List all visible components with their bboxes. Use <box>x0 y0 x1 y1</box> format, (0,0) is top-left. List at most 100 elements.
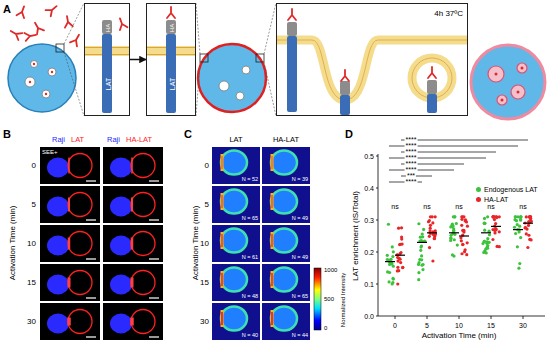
antibody-shape <box>341 70 349 81</box>
membrane <box>277 40 467 100</box>
label: 500 <box>324 296 334 302</box>
data-point <box>452 229 455 232</box>
data-point <box>461 243 464 246</box>
heatmap-cell <box>221 190 247 214</box>
label: 0.5 <box>364 153 374 160</box>
antibody-shape <box>63 15 73 27</box>
data-point <box>417 261 420 264</box>
label: N = 65 <box>292 294 308 300</box>
zoom-region <box>56 44 64 52</box>
heatmap-cell <box>271 151 297 175</box>
zoom-line <box>196 62 200 116</box>
data-point <box>460 224 463 227</box>
data-point <box>466 225 469 228</box>
label: N = 49 <box>292 255 308 261</box>
antibody-shape <box>116 17 127 30</box>
cell <box>471 45 545 119</box>
label: 30 <box>200 318 209 326</box>
tick <box>395 316 396 319</box>
synapse <box>68 278 71 288</box>
heatmap-synapse-core <box>271 312 273 325</box>
data-point <box>483 217 486 220</box>
data-point <box>529 215 532 218</box>
data-point <box>456 243 459 246</box>
heatmap-cell <box>221 151 247 175</box>
data-point <box>464 248 467 251</box>
antibody-shape <box>32 21 44 35</box>
vesicle <box>488 66 504 82</box>
data-point <box>401 242 404 245</box>
data-point <box>518 225 521 228</box>
data-point <box>400 226 403 229</box>
label: ns <box>519 203 526 210</box>
data-point <box>420 258 423 261</box>
data-point <box>449 237 452 240</box>
raji-cell <box>47 275 69 295</box>
data-point <box>459 236 462 239</box>
data-point <box>466 241 469 244</box>
data-point <box>486 247 489 250</box>
data-point <box>431 221 434 224</box>
data-point <box>391 277 394 280</box>
data-point <box>519 215 522 218</box>
mean-line <box>513 229 523 230</box>
t-cell <box>68 310 92 334</box>
mean-line <box>395 255 405 256</box>
vesicle <box>517 63 527 73</box>
vesicle-membrane-edge <box>412 58 452 98</box>
lat-protein <box>102 34 112 113</box>
heatmap-synapse-core <box>221 234 222 247</box>
vesicle-cargo <box>45 93 47 95</box>
data-point <box>524 226 527 229</box>
heatmap-synapse <box>221 271 224 288</box>
heatmap-synapse <box>221 193 224 210</box>
synapse <box>131 238 134 250</box>
raji-cell <box>110 275 132 295</box>
data-point <box>519 215 522 218</box>
data-point <box>494 222 497 225</box>
label: Activation Time (min) <box>9 206 17 281</box>
data-point <box>519 218 522 221</box>
vesicle <box>236 92 244 100</box>
ha-tag <box>427 80 437 94</box>
tick <box>427 316 428 319</box>
data-point <box>465 220 468 223</box>
antibody <box>17 5 28 18</box>
data-point <box>391 255 394 258</box>
heatmap-synapse <box>271 154 274 171</box>
raji-cell <box>47 197 69 217</box>
data-point <box>517 267 520 270</box>
antibody <box>70 33 82 47</box>
data-point <box>486 237 489 240</box>
antibody-shape <box>428 67 436 78</box>
antibody <box>428 67 436 78</box>
label: N = 39 <box>292 177 308 183</box>
antibody-shape <box>17 5 28 18</box>
heatmap <box>262 303 310 340</box>
legend-text: HA-LAT <box>484 196 508 203</box>
data-point <box>396 266 399 269</box>
significance-bar <box>401 140 528 141</box>
raji-cell <box>110 314 132 334</box>
micrograph <box>40 186 100 223</box>
ha-tag <box>166 20 176 34</box>
heatmap-cell <box>271 268 297 292</box>
data-point <box>417 271 420 274</box>
node-text: HA <box>105 24 111 32</box>
data-point <box>498 245 501 248</box>
data-point <box>391 282 394 285</box>
t-cell <box>68 193 92 217</box>
data-point <box>528 238 531 241</box>
vesicle-membrane <box>412 58 452 98</box>
data-point <box>492 215 495 218</box>
data-point <box>452 229 455 232</box>
tick <box>376 188 378 189</box>
micrograph <box>40 225 100 262</box>
label: 30 <box>27 318 36 326</box>
mean-line <box>449 232 459 233</box>
zoom-line <box>64 52 84 116</box>
label: N = 65 <box>242 216 258 222</box>
tick <box>376 220 378 221</box>
label: 15 <box>200 279 209 287</box>
raji-cell <box>110 158 132 178</box>
